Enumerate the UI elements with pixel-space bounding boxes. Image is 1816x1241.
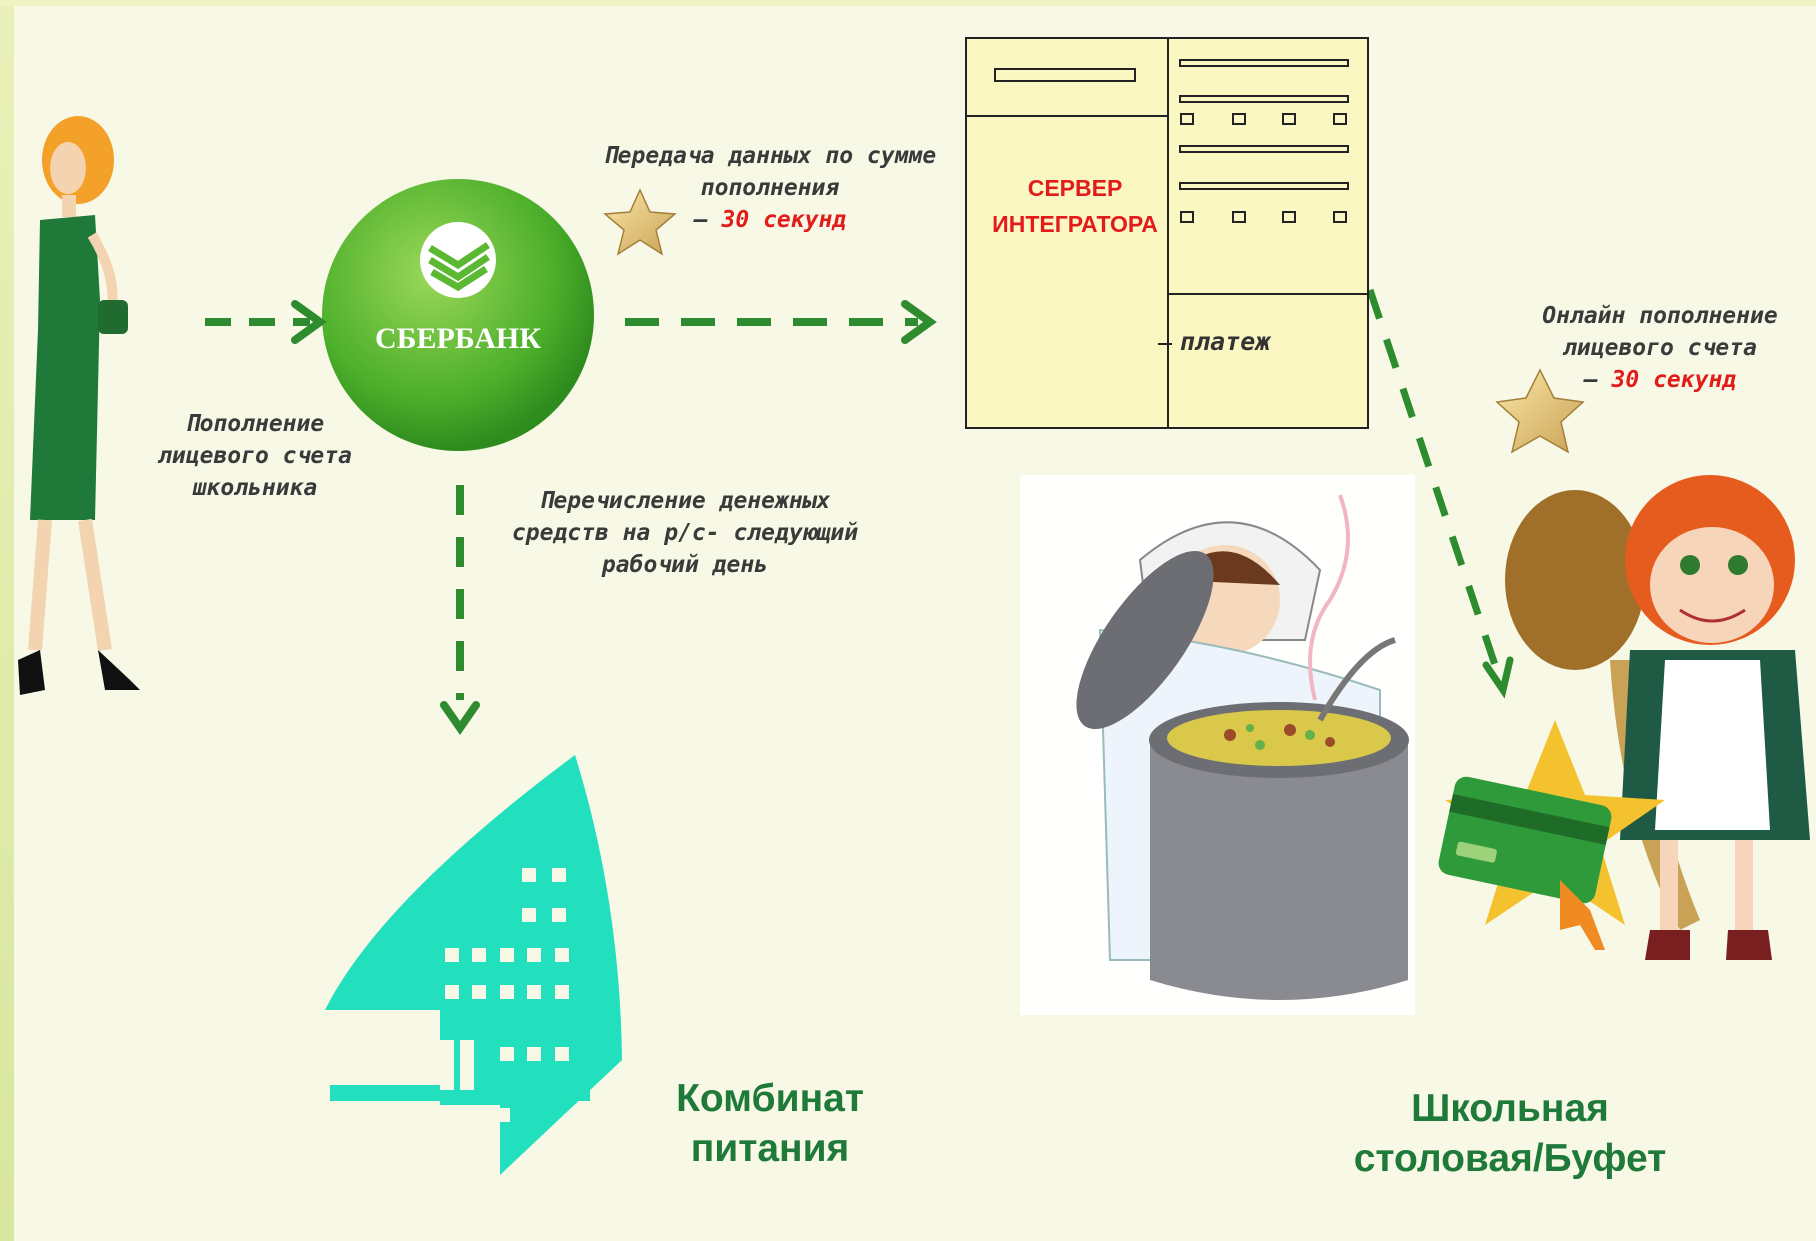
online-topup-line3: – 30 секунд (1583, 367, 1737, 393)
arrow-woman-to-bank (205, 300, 327, 344)
server-label: СЕРВЕР ИНТЕГРАТОРА (975, 170, 1175, 242)
sberbank-logo: СБЕРБАНК (322, 179, 594, 451)
kombinat-title-line1: Комбинат (676, 1077, 864, 1120)
woman-illustration (18, 116, 140, 695)
kombinat-title: Комбинат питания (650, 1074, 890, 1174)
server-label-line2: ИНТЕГРАТОРА (992, 211, 1158, 237)
transfer-data-note: Передача данных по сумме пополнения – 30… (575, 140, 965, 236)
kombinat-title-line2: питания (690, 1127, 850, 1170)
integrator-server (965, 37, 1369, 429)
arrow-bank-to-server (625, 300, 937, 344)
money-transfer-line2: средств на р/с- следующий (511, 520, 859, 546)
topup-note-line2: лицевого счета (158, 443, 352, 469)
top-edge-stripe (0, 0, 1816, 6)
transfer-data-line3: – 30 секунд (693, 207, 847, 233)
star-icon-transfer (603, 188, 677, 256)
online-topup-line1: Онлайн пополнение (1542, 303, 1778, 329)
online-topup-note: Онлайн пополнение лицевого счета – 30 се… (1510, 300, 1810, 396)
payment-label: платеж (1180, 327, 1271, 356)
topup-note-line3: школьника (192, 475, 318, 501)
money-transfer-line3: рабочий день (601, 552, 769, 578)
left-edge-stripe (0, 0, 14, 1241)
bank-name-text: СБЕРБАНК (375, 322, 541, 355)
canteen-title: Школьная столовая/Буфет (1320, 1084, 1700, 1184)
canteen-title-line1: Школьная (1411, 1087, 1609, 1130)
schoolgirl-illustration (1438, 475, 1810, 960)
cook-illustration (1020, 475, 1415, 1015)
canteen-title-line2: столовая/Буфет (1353, 1137, 1667, 1180)
topup-note-line1: Пополнение (185, 411, 325, 437)
online-topup-line2: лицевого счета (1563, 335, 1757, 361)
arrow-server-to-canteen (1366, 288, 1514, 699)
building-icon (325, 755, 622, 1175)
money-transfer-note: Перечисление денежных средств на р/с- сл… (475, 485, 895, 581)
server-label-line1: СЕРВЕР (1027, 175, 1123, 201)
transfer-data-line1: Передача данных по сумме (603, 143, 937, 169)
online-topup-time: 30 секунд (1611, 367, 1737, 393)
topup-note: Пополнение лицевого счета школьника (140, 408, 370, 504)
star-icon-online (1495, 368, 1585, 454)
money-transfer-line1: Перечисление денежных (539, 488, 831, 514)
transfer-data-line2: пополнения (700, 175, 840, 201)
transfer-time: 30 секунд (721, 207, 847, 233)
arrow-bank-to-kombinat (440, 485, 480, 736)
